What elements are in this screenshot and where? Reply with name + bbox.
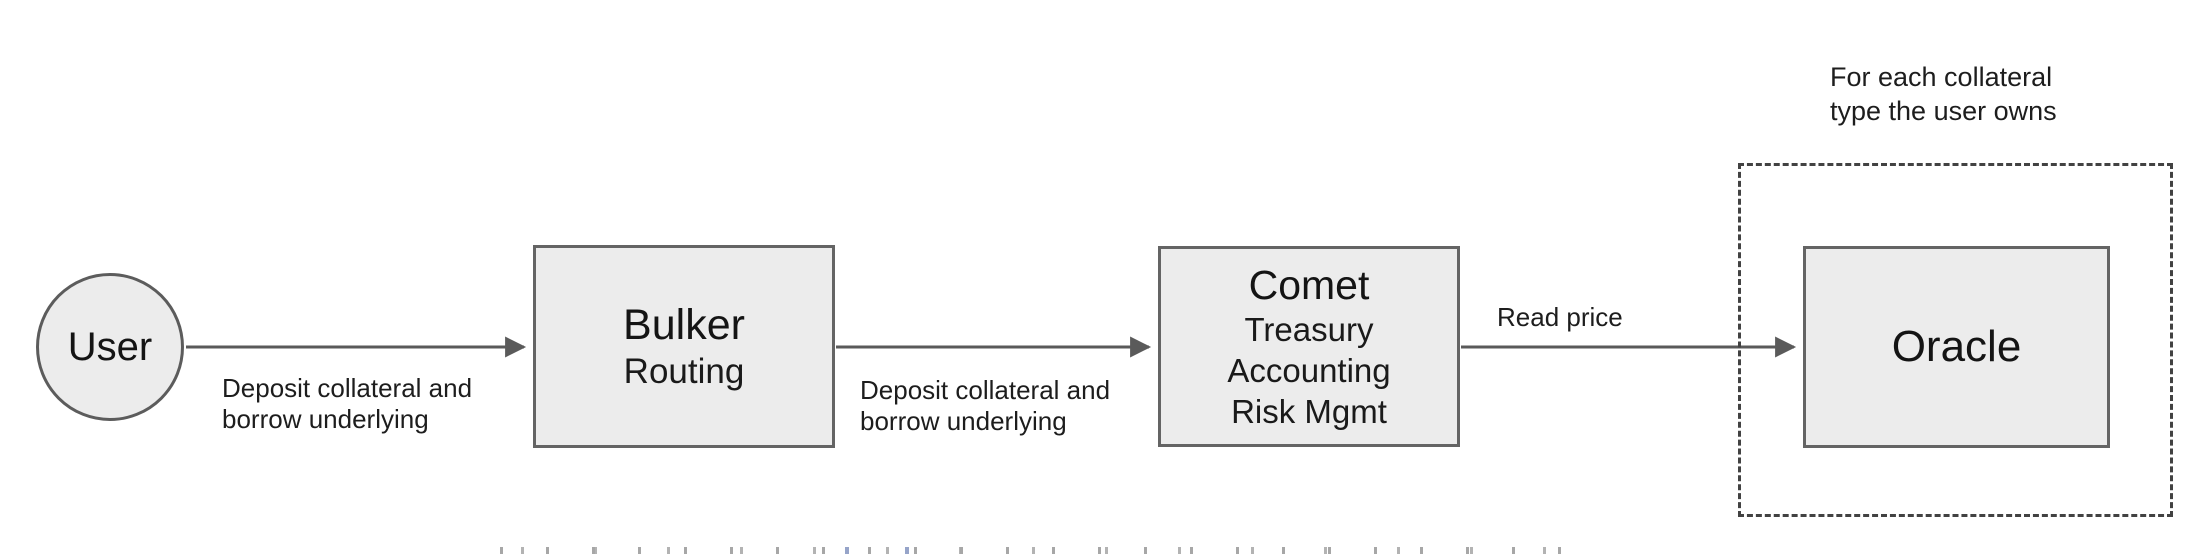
collateral-group-caption-line1: For each collateral	[1830, 62, 2053, 92]
edge-label-bulker-to-comet: Deposit collateral and borrow underlying	[860, 375, 1110, 437]
cropped-caption-remnant	[500, 547, 1565, 554]
node-user: User	[36, 273, 184, 421]
edge-label-user-to-bulker-line2: borrow underlying	[222, 404, 429, 434]
node-oracle-label: Oracle	[1891, 322, 2022, 371]
edge-label-bulker-to-comet-line2: borrow underlying	[860, 406, 1067, 436]
node-comet-line-accounting: Accounting	[1227, 352, 1391, 389]
node-comet: Comet Treasury Accounting Risk Mgmt	[1158, 246, 1460, 447]
edge-label-read-price: Read price	[1497, 302, 1623, 332]
node-bulker-subtitle: Routing	[623, 351, 745, 391]
node-user-label: User	[67, 325, 153, 369]
node-comet-line-treasury: Treasury	[1244, 311, 1374, 348]
node-comet-line-risk-mgmt: Risk Mgmt	[1231, 393, 1387, 430]
node-bulker-title: Bulker	[623, 300, 745, 349]
node-comet-title: Comet	[1248, 262, 1370, 308]
edge-label-bulker-to-comet-line1: Deposit collateral and	[860, 375, 1111, 405]
edge-label-user-to-bulker-line1: Deposit collateral and	[222, 373, 473, 403]
collateral-group-frame	[1738, 163, 2173, 517]
node-bulker: Bulker Routing	[533, 245, 835, 448]
edge-label-user-to-bulker: Deposit collateral and borrow underlying	[222, 373, 472, 435]
node-oracle: Oracle	[1803, 246, 2110, 448]
collateral-group-caption: For each collateral type the user owns	[1830, 60, 2057, 128]
collateral-group-caption-line2: type the user owns	[1830, 96, 2057, 126]
